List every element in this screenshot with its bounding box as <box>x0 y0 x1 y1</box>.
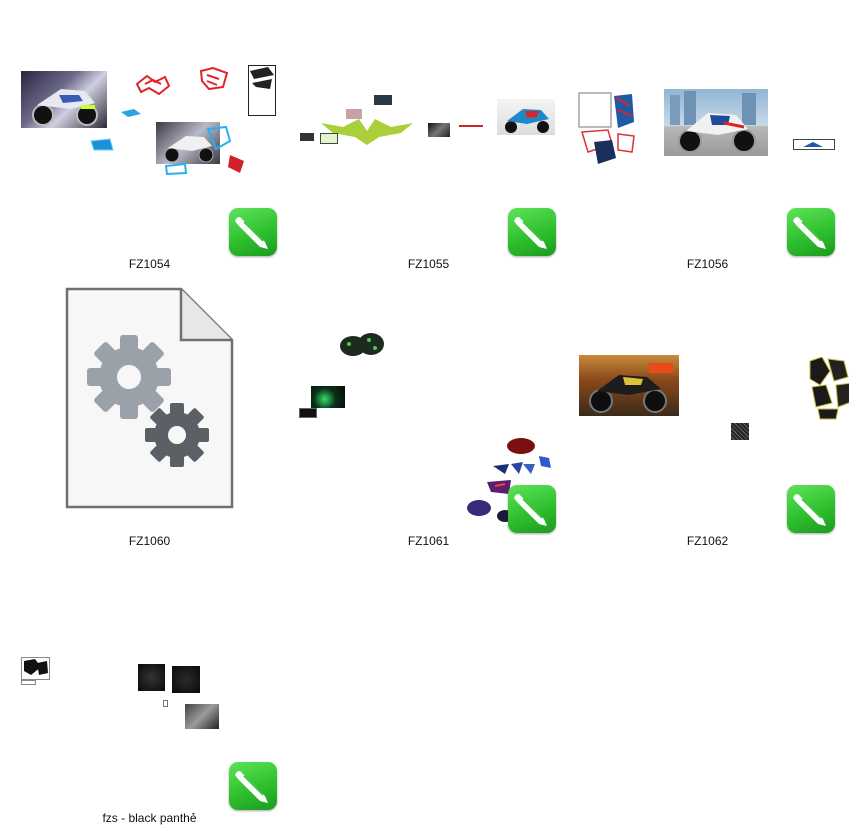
thumbnail-photo-small <box>374 95 392 105</box>
file-name-label: FZ1054 <box>128 257 171 271</box>
thumbnail-box <box>320 133 338 144</box>
decal-green-dark <box>340 333 384 356</box>
decal-blue-1 <box>121 109 141 117</box>
file-name-label: FZ1055 <box>407 257 450 271</box>
file-thumbnail <box>20 561 279 810</box>
decal-red-1 <box>135 74 171 96</box>
file-name-label: FZ1056 <box>686 257 729 271</box>
decal-stripe-box <box>248 65 276 116</box>
thumbnail-photo-motorbike <box>185 704 219 729</box>
file-name-label: FZ1062 <box>686 534 729 548</box>
settings-file-icon <box>65 287 234 509</box>
file-item-fz1061[interactable]: FZ1061 <box>279 284 558 561</box>
file-thumbnail <box>20 284 279 533</box>
file-item-fz1056[interactable]: FZ1056 <box>558 7 837 284</box>
file-item-fz1054[interactable]: FZ1054 <box>0 7 279 284</box>
file-item-fzs-black-panther[interactable]: fzs - black panthẻ <box>0 561 279 838</box>
coreldraw-app-icon <box>508 485 556 533</box>
thumbnail-photo-motorbike-2 <box>156 122 220 164</box>
thumbnail-photo-motorbike <box>21 71 107 128</box>
coreldraw-app-icon <box>229 208 277 256</box>
thumbnail-photo-small <box>428 123 450 137</box>
file-thumbnail <box>299 284 558 533</box>
thumbnail-photo-motorbike <box>579 355 679 416</box>
file-name-label: fzs - black panthẻ <box>102 811 197 825</box>
decal-red-3 <box>228 155 244 173</box>
thumbnail-photo-small <box>300 133 314 141</box>
decal-box-small <box>793 139 835 150</box>
thumbnail-photo-green <box>311 386 345 408</box>
decal-pattern-small <box>731 423 749 440</box>
file-name-label: FZ1060 <box>128 534 171 548</box>
decal-blue-3 <box>206 125 232 151</box>
file-thumbnail <box>578 7 837 256</box>
decal-line <box>459 125 483 127</box>
thumbnail-photo-small <box>299 408 317 418</box>
file-thumbnail <box>20 7 279 256</box>
thumbnail-photo-small <box>346 109 362 119</box>
file-thumbnail <box>578 284 849 533</box>
decal-green-set <box>321 119 413 145</box>
decal-black-square <box>138 664 165 691</box>
coreldraw-app-icon <box>229 762 277 810</box>
decal-panther-pattern <box>809 357 849 420</box>
decal-red-2 <box>199 67 229 91</box>
decal-small-marker <box>163 700 168 707</box>
file-thumbnail <box>299 7 558 256</box>
decal-sheet <box>578 92 635 164</box>
coreldraw-app-icon <box>787 485 835 533</box>
decal-blue-2 <box>90 138 114 151</box>
decal-galaxy-set <box>467 438 551 522</box>
file-item-fz1060[interactable]: FZ1060 <box>0 284 279 561</box>
file-item-fz1062[interactable]: FZ1062 <box>558 284 849 561</box>
file-name-label: FZ1061 <box>407 534 450 548</box>
decal-black-square <box>172 666 200 693</box>
decal-blue-4 <box>165 163 187 175</box>
thumbnail-photo-motorbike <box>497 99 555 135</box>
coreldraw-app-icon <box>508 208 556 256</box>
thumbnail-photo-motorbike <box>664 89 768 156</box>
file-item-fz1055[interactable]: FZ1055 <box>279 7 558 284</box>
coreldraw-app-icon <box>787 208 835 256</box>
decal-panther-sheet <box>21 657 50 685</box>
